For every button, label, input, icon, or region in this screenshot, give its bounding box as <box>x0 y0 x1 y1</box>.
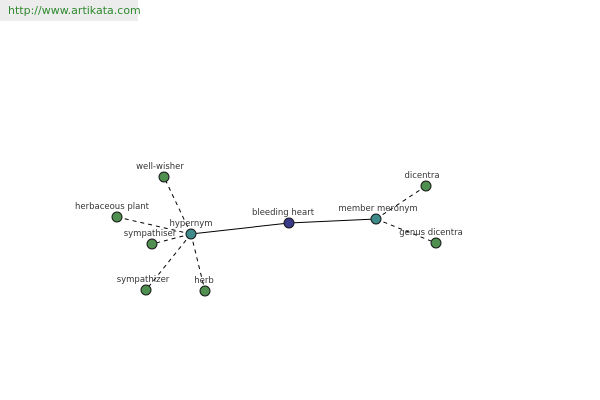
edge-member-meronym-to-genus-dicentra <box>375 218 437 244</box>
edge-hypernym-to-sympathiser <box>151 233 192 245</box>
labels-layer: bleeding heart hypernym member meronym well… <box>75 162 463 286</box>
node-bleeding-heart[interactable] <box>283 217 295 229</box>
url-banner: http://www.artikata.com <box>0 0 141 21</box>
node-label-herb: herb <box>194 276 214 286</box>
node-label-dicentra: dicentra <box>404 171 439 181</box>
node-label-hypernym: hypernym <box>169 219 212 229</box>
node-label-well-wisher: well-wisher <box>136 162 184 172</box>
node-hypernym[interactable] <box>185 228 197 240</box>
url-text[interactable]: http://www.artikata.com <box>8 4 141 17</box>
edge-hypernym-to-well-wisher <box>163 176 192 235</box>
edge-bleeding-heart-to-member-meronym <box>288 218 377 224</box>
node-label-sympathizer: sympathizer <box>117 275 170 285</box>
node-well-wisher[interactable] <box>158 171 170 183</box>
edge-hypernym-to-sympathizer <box>145 233 192 291</box>
edge-hypernym-to-bleeding-heart <box>190 222 290 235</box>
node-herbaceous-plant[interactable] <box>111 211 123 223</box>
node-label-bleeding-heart: bleeding heart <box>252 208 315 218</box>
node-herb[interactable] <box>199 285 211 297</box>
node-label-herbaceous-plant: herbaceous plant <box>75 202 150 212</box>
nodes-layer <box>111 171 442 297</box>
edge-member-meronym-to-dicentra <box>375 185 427 220</box>
node-genus-dicentra[interactable] <box>430 237 442 249</box>
node-dicentra[interactable] <box>420 180 432 192</box>
node-label-genus-dicentra: genus dicentra <box>399 228 463 238</box>
node-label-sympathiser: sympathiser <box>124 229 177 239</box>
node-label-member-meronym: member meronym <box>338 204 417 214</box>
node-member-meronym[interactable] <box>370 213 382 225</box>
node-sympathiser[interactable] <box>146 238 158 250</box>
edge-hypernym-to-herb <box>190 233 206 292</box>
edges-layer <box>116 176 437 292</box>
node-sympathizer[interactable] <box>140 284 152 296</box>
